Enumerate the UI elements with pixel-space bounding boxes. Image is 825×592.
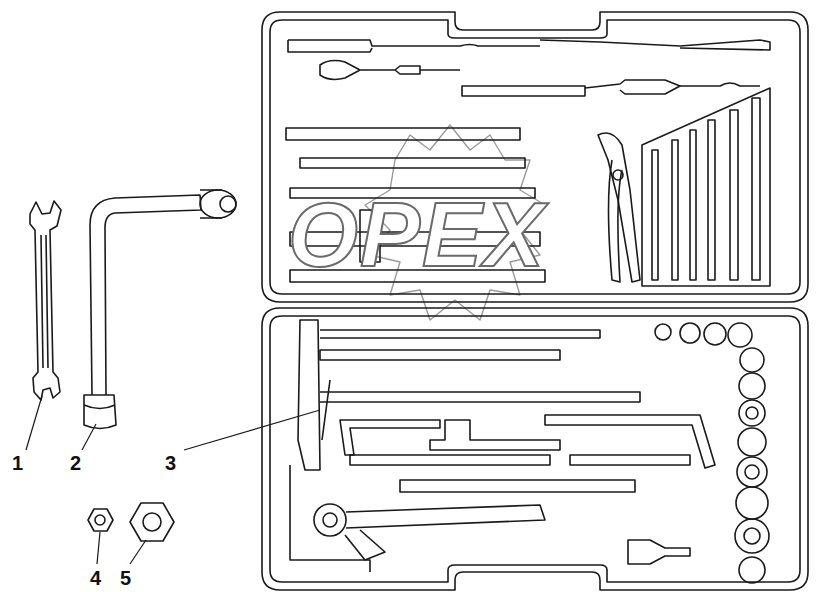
callout-number: 1 [12, 453, 23, 473]
tool-case [262, 308, 808, 590]
open-end-wrench [30, 201, 61, 400]
leader-line [26, 396, 320, 564]
callout-number: 2 [70, 453, 81, 473]
socket-wrench [84, 190, 236, 429]
watermark: OPEX [288, 190, 546, 280]
callout-number: 3 [165, 453, 176, 473]
callout-number: 4 [90, 568, 101, 588]
nut [88, 503, 174, 541]
callout-number: 5 [120, 568, 131, 588]
tool-case [262, 12, 808, 302]
